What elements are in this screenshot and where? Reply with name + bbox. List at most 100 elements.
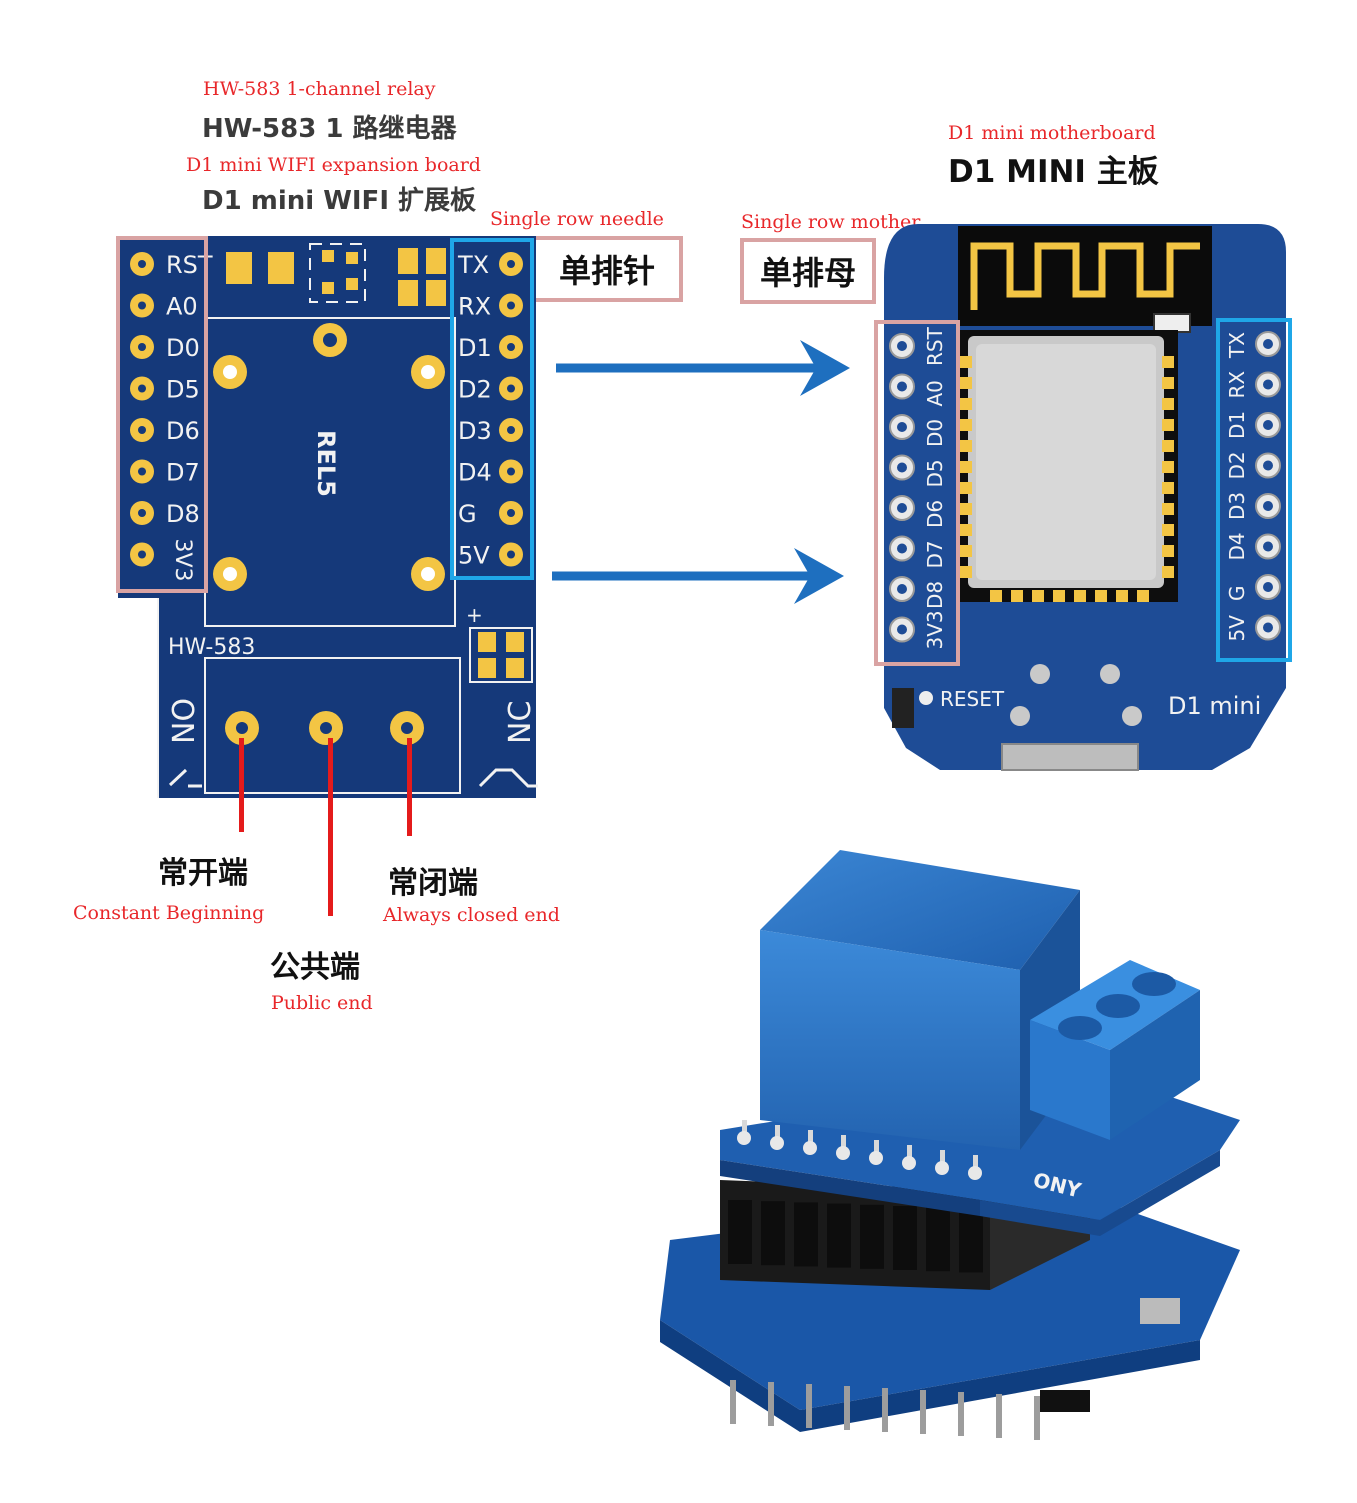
d1-right-pin-label: TX xyxy=(1225,332,1249,359)
esp-pad xyxy=(960,377,972,389)
photo-pin-pad xyxy=(836,1146,850,1160)
esp-pad xyxy=(1162,524,1174,536)
esp-pad xyxy=(960,461,972,473)
needle-tag: 单排针 xyxy=(531,236,683,302)
relay-left-pin-label: D6 xyxy=(166,417,200,445)
photo-bottom-pin xyxy=(844,1386,850,1430)
esp-pad xyxy=(1162,545,1174,557)
relay-front-face xyxy=(760,930,1020,1150)
relay-right-pin-box xyxy=(450,238,534,580)
relay-left-pin-label: A0 xyxy=(166,293,198,321)
d1-right-pin-label: G xyxy=(1225,586,1249,602)
arrow-bottom-head xyxy=(794,548,844,604)
esp-pad xyxy=(960,440,972,452)
photo-header-pin xyxy=(808,1130,813,1148)
photo-header-pin xyxy=(874,1140,879,1158)
esp-pad xyxy=(990,590,1002,602)
photo-pin-pad xyxy=(902,1156,916,1170)
mother-tag: 单排母 xyxy=(740,238,876,304)
photo-header-slot xyxy=(827,1203,851,1268)
no-label: NO xyxy=(167,698,202,744)
photo-bottom-pin xyxy=(768,1382,774,1426)
photo-header-slot xyxy=(860,1204,884,1269)
d1-right-pin-label: D1 xyxy=(1225,411,1249,439)
photo-bottom-pin xyxy=(996,1394,1002,1438)
reset-button-body xyxy=(892,688,914,728)
esp-pad xyxy=(960,524,972,536)
photo-top-pins xyxy=(737,1120,982,1180)
plus-label: + xyxy=(466,603,483,627)
d1-right-pin-label: D3 xyxy=(1225,492,1249,520)
photo-header-slot xyxy=(728,1200,752,1264)
nc-label: NC xyxy=(503,701,538,744)
assembled-photo: ONY xyxy=(660,850,1240,1440)
photo-bottom-pin xyxy=(958,1392,964,1436)
photo-header-slot xyxy=(926,1207,950,1272)
photo-bottom-pin xyxy=(920,1390,926,1434)
esp-pad xyxy=(1011,590,1023,602)
esp-pad xyxy=(1162,356,1174,368)
relay-left-pin-label: D7 xyxy=(166,459,200,487)
d1-left-pin-box xyxy=(874,320,960,666)
com-terminal-en: Public end xyxy=(271,992,373,1014)
mother-label-cn: 单排母 xyxy=(759,254,856,292)
esp-pad xyxy=(1095,590,1107,602)
d1-right-pin-label: D2 xyxy=(1225,451,1249,479)
d1-model-label: D1 mini xyxy=(1168,692,1261,720)
esp-pad xyxy=(1162,503,1174,515)
relay-label: REL5 xyxy=(312,430,340,497)
esp-pad xyxy=(1162,440,1174,452)
wire-nc xyxy=(407,738,412,836)
terminal-front xyxy=(1030,1020,1110,1140)
esp-pad xyxy=(960,503,972,515)
d1-right-pin-box xyxy=(1216,318,1292,662)
d1-right-pin-label: 5V xyxy=(1225,615,1249,642)
photo-pin-pad xyxy=(770,1136,784,1150)
photo-bottom-pins xyxy=(730,1380,1040,1440)
relay-title-cn: HW-583 1 路继电器 xyxy=(202,114,457,144)
esp-pad xyxy=(960,419,972,431)
relay-subtitle-cn: D1 mini WIFI 扩展板 xyxy=(202,186,477,216)
d1-left-pin-label: 3V3 xyxy=(923,610,947,649)
d1-left-pin-label: A0 xyxy=(923,380,947,406)
no-terminal-en: Constant Beginning xyxy=(73,902,265,924)
needle-label-en: Single row needle xyxy=(490,208,664,230)
photo-header-slot xyxy=(794,1202,818,1267)
d1-right-pin-label: D4 xyxy=(1225,532,1249,560)
relay-left-pin-label: D5 xyxy=(166,376,200,404)
photo-header-slot xyxy=(959,1208,983,1273)
d1-left-pin-label: D0 xyxy=(923,419,947,447)
mother-label-en: Single row mother xyxy=(741,211,921,233)
photo-bottom-pin xyxy=(730,1380,736,1424)
wire-no xyxy=(239,738,244,832)
relay-right-pin-label: 5V xyxy=(458,542,490,570)
usb-port xyxy=(1001,743,1139,771)
no-terminal-cn: 常开端 xyxy=(158,856,248,891)
reset-label: RESET xyxy=(940,687,1005,711)
photo-header-slots xyxy=(728,1200,983,1273)
esp-pad xyxy=(1162,566,1174,578)
nc-terminal-cn: 常闭端 xyxy=(388,866,478,901)
photo-header-pin xyxy=(742,1120,747,1138)
esp-pad xyxy=(1053,590,1065,602)
photo-header-slot xyxy=(761,1201,785,1266)
relay-left-pin-label: D0 xyxy=(166,334,200,362)
esp-pad xyxy=(1162,398,1174,410)
relay-top-face xyxy=(760,850,1080,970)
esp-pad xyxy=(960,398,972,410)
esp-pad xyxy=(1137,590,1149,602)
antenna-area xyxy=(958,226,1212,326)
needle-label-cn: 单排针 xyxy=(558,252,655,290)
arrow-top-head xyxy=(800,340,850,396)
com-terminal-cn: 公共端 xyxy=(270,950,360,985)
photo-pin-pad xyxy=(869,1151,883,1165)
wire-com xyxy=(328,738,333,916)
antenna-trace xyxy=(970,242,1200,310)
esp-pad xyxy=(960,356,972,368)
relay-right-pin-label: D2 xyxy=(458,376,492,404)
esp-pad xyxy=(960,545,972,557)
esp-pad xyxy=(960,482,972,494)
